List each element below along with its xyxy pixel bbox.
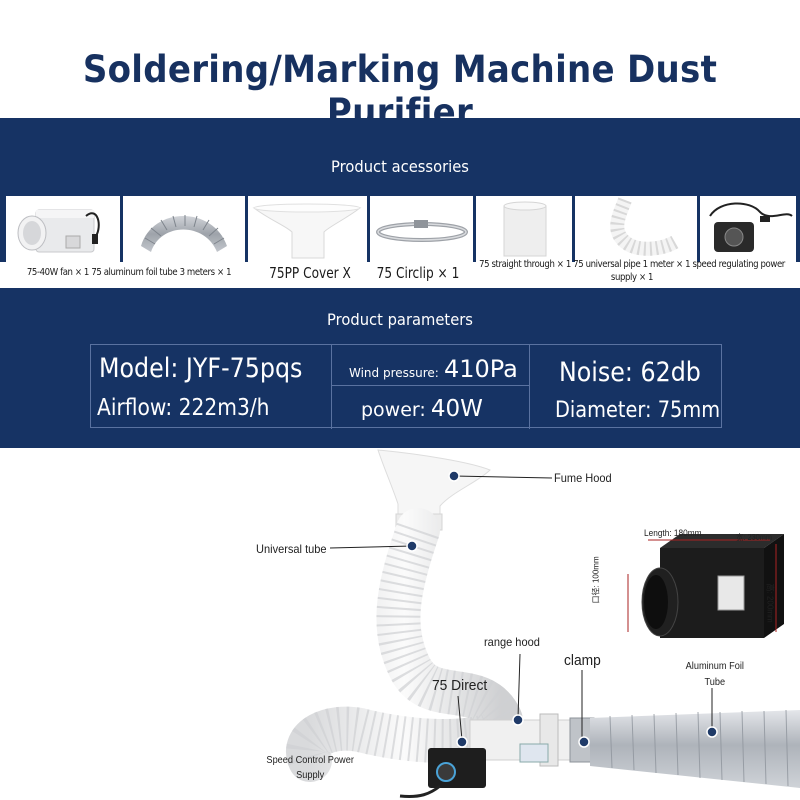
pp-cover-image xyxy=(252,203,362,259)
label-port: 口径: 100mm xyxy=(591,556,601,604)
accessory-label-fan: 75-40W fan × 1 xyxy=(26,267,89,278)
table-divider xyxy=(529,345,530,429)
accessory-label-circlip: 75 Circlip × 1 xyxy=(376,264,460,282)
accessories-heading: Product acessories xyxy=(331,157,469,176)
product-assembly-image xyxy=(286,449,800,798)
accessory-label-speed-regulator: speed regulating power supply × 1 xyxy=(610,259,785,283)
param-power-value: 40W xyxy=(430,396,483,422)
label-clamp: clamp xyxy=(564,652,601,669)
label-universal-tube: Universal tube xyxy=(256,542,327,556)
param-noise: Noise: 62db xyxy=(559,357,701,388)
label-75-direct: 75 Direct xyxy=(432,677,488,694)
product-diagram: Fume Hood Universal tube range hood clam… xyxy=(0,448,800,800)
param-wind-pressure-label: Wind pressure: xyxy=(349,366,439,380)
param-airflow: Airflow: 222m3/h xyxy=(97,395,270,421)
accessory-label-pp-cover: 75PP Cover X xyxy=(269,264,351,282)
fan-box-shape xyxy=(627,534,784,638)
fan-image xyxy=(17,209,100,253)
param-power-label: power: xyxy=(361,399,426,421)
page-title: Soldering/Marking Machine Dust Purifier xyxy=(82,48,718,134)
header: Soldering/Marking Machine Dust Purifier xyxy=(0,0,800,134)
parameters-heading: Product parameters xyxy=(327,310,473,329)
param-model: Model: JYF-75pqs xyxy=(99,353,303,384)
aluminum-foil-tube-shape xyxy=(590,710,800,788)
label-width: 宽: 230mm xyxy=(736,533,772,542)
label-aluminum-foil-tube: Aluminum Foil Tube xyxy=(685,661,744,688)
speed-regulator-image xyxy=(709,202,793,252)
label-height: 高: 200mm xyxy=(765,583,775,623)
straight-through-image xyxy=(503,201,547,257)
fume-hood-shape xyxy=(377,449,491,519)
label-range-hood: range hood xyxy=(484,635,540,649)
parameters-table: Model: JYF-75pqs Airflow: 222m3/h Wind p… xyxy=(90,344,722,429)
label-speed-control: Speed Control Power Supply xyxy=(266,755,354,781)
table-divider xyxy=(331,345,332,429)
aluminum-tube-image xyxy=(141,215,227,252)
circlip-image xyxy=(376,220,468,242)
param-wind-pressure-value: 410Pa xyxy=(443,355,518,383)
label-fume-hood: Fume Hood xyxy=(554,471,612,485)
accessory-label-universal-pipe: 75 universal pipe 1 meter × 1 xyxy=(573,259,691,270)
label-length: Length: 180mm xyxy=(644,528,702,538)
param-diameter: Diameter: 75mm xyxy=(555,398,721,423)
table-divider xyxy=(331,385,529,386)
accessory-label-aluminum-foil-tube: 75 aluminum foil tube 3 meters × 1 xyxy=(91,267,232,278)
accessory-label-straight-through: 75 straight through × 1 xyxy=(479,259,571,270)
speed-controller-shape xyxy=(428,748,486,788)
universal-pipe-image xyxy=(610,197,679,256)
accessory-labels-strip: 75-40W fan × 1 75 aluminum foil tube 3 m… xyxy=(0,259,800,288)
